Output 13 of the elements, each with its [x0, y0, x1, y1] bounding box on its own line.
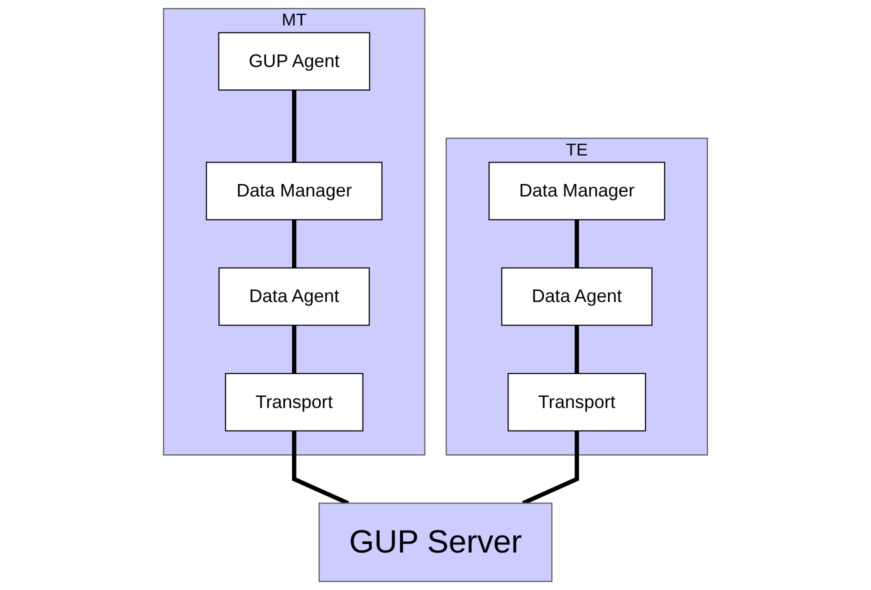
node-box: Data Manager	[206, 162, 382, 220]
connector	[292, 325, 296, 374]
connector	[292, 90, 296, 162]
node-box: Transport	[508, 372, 646, 432]
node-box: Data Agent	[218, 267, 370, 326]
node-box: GUP Server	[318, 502, 552, 582]
connector	[574, 220, 579, 268]
connector	[574, 325, 579, 374]
node-box: Data Agent	[501, 267, 652, 326]
node-box: Data Manager	[488, 162, 666, 220]
connector	[292, 220, 296, 268]
node-box: Transport	[224, 372, 364, 432]
node-box: GUP Agent	[218, 32, 370, 91]
